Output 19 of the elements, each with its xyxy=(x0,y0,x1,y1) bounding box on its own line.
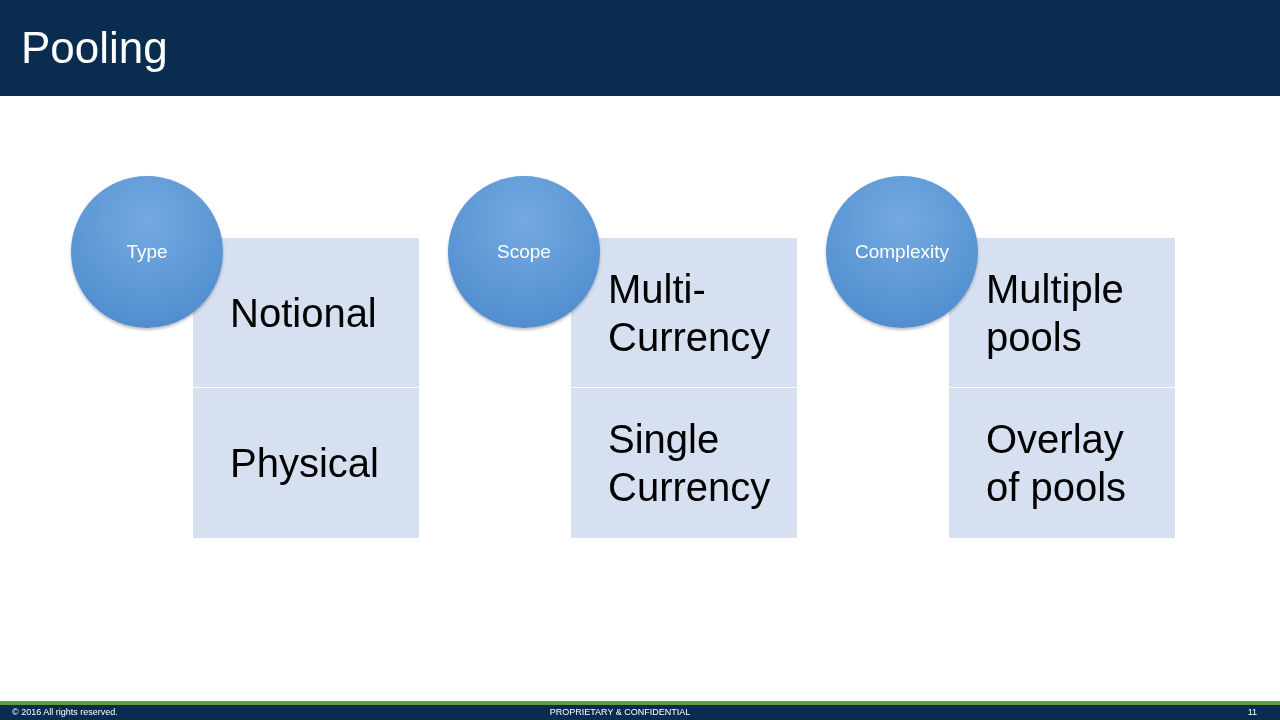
option-box: Multi-Currency xyxy=(571,238,797,387)
copyright-text: © 2016 All rights reserved. xyxy=(12,707,118,718)
category-circle: Scope xyxy=(448,176,600,328)
node-label: Multiple pools xyxy=(986,266,1124,359)
option-box: Single Currency xyxy=(571,388,797,538)
category-circle: Complexity xyxy=(826,176,978,328)
option-box: Multiple pools xyxy=(949,238,1175,387)
node-label: Overlay of pools xyxy=(986,417,1127,509)
node-label: Physical xyxy=(230,441,379,485)
option-box: Physical xyxy=(193,388,419,538)
node-label: Notional xyxy=(230,290,377,335)
node-label: Single Currency xyxy=(608,417,771,509)
confidentiality-notice: PROPRIETARY & CONFIDENTIAL xyxy=(549,707,691,718)
page-number: 11 xyxy=(1247,707,1257,718)
slide-title: Pooling xyxy=(21,22,168,74)
option-box: Notional xyxy=(193,238,419,387)
category-circle: Type xyxy=(71,176,223,328)
option-box: Overlay of pools xyxy=(949,388,1175,538)
node-label: Multi-Currency xyxy=(608,266,771,359)
